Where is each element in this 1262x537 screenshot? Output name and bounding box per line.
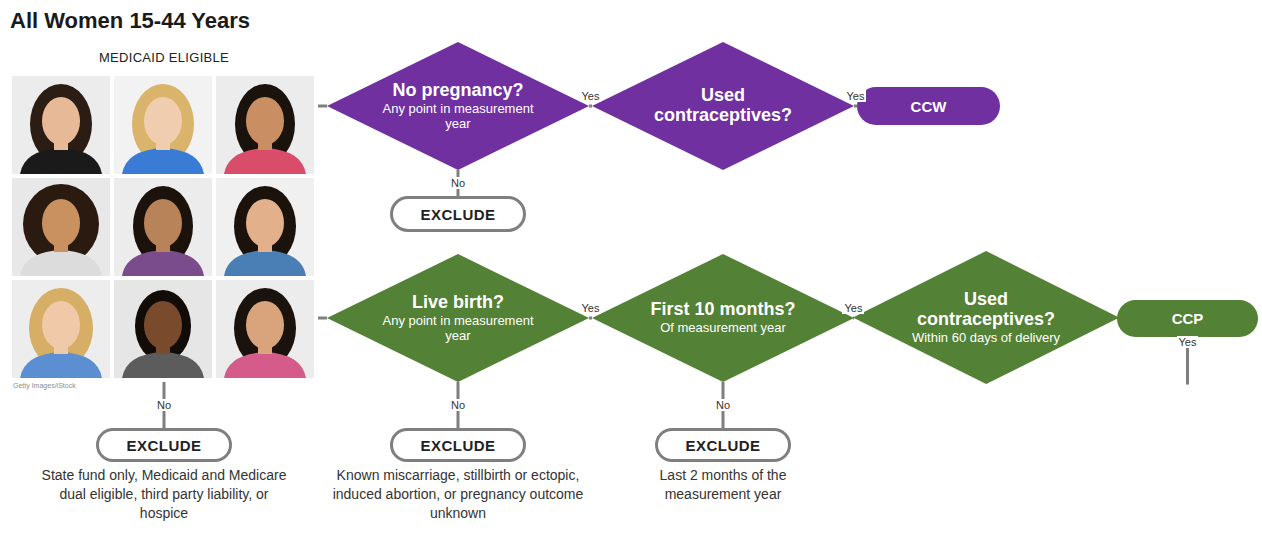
decision-diamond: Used contraceptives?: [592, 42, 854, 170]
exclude-pill: EXCLUDELast 2 months of the measurement …: [655, 428, 791, 462]
result-label: CCP: [1172, 310, 1204, 327]
connector-line: [589, 317, 592, 320]
exclude-note: Known miscarriage, stillbirth or ectopic…: [327, 466, 589, 523]
decision-note: Any point in measurement year: [376, 313, 540, 343]
population-panel: All Women 15-44 YearsMEDICAID ELIGIBLE: [10, 8, 318, 382]
decision-question: Used contraceptives?: [904, 290, 1068, 330]
panel-heading: All Women 15-44 Years: [10, 8, 318, 34]
portrait-photo: [216, 76, 314, 174]
decision-question: First 10 months?: [641, 300, 805, 320]
portrait-photo: [216, 280, 314, 378]
decision-question: Used contraceptives?: [641, 86, 805, 126]
edge-label: Yes: [580, 302, 602, 314]
exclude-pill: EXCLUDE: [390, 196, 526, 232]
edge-label: Yes: [842, 302, 864, 314]
decision-question: Live birth?: [376, 293, 540, 313]
portrait-photo: [12, 178, 110, 276]
decision-diamond: First 10 months?Of measurement year: [592, 254, 854, 382]
edge-label: Yes: [845, 90, 867, 102]
exclude-pill: EXCLUDEState fund only, Medicaid and Med…: [96, 428, 232, 462]
diamond-text-group: No pregnancy?Any point in measurement ye…: [376, 81, 540, 132]
decision-diamond: Used contraceptives?Within 60 days of de…: [853, 251, 1119, 384]
exclude-label: EXCLUDE: [126, 437, 201, 454]
decision-note: Within 60 days of delivery: [904, 331, 1068, 346]
exclude-note: Last 2 months of the measurement year: [643, 466, 803, 504]
edge-label: No: [714, 399, 732, 411]
connector-line: [318, 105, 327, 108]
exclude-label: EXCLUDE: [685, 437, 760, 454]
portrait-photo: [114, 280, 212, 378]
panel-subtitle: MEDICAID ELIGIBLE: [10, 50, 318, 65]
decision-note: Any point in measurement year: [376, 101, 540, 131]
decision-question: No pregnancy?: [376, 81, 540, 101]
result-pill: CCP: [1117, 300, 1258, 337]
diamond-text-group: Used contraceptives?: [641, 86, 805, 126]
exclude-note: State fund only, Medicaid and Medicare d…: [39, 466, 289, 523]
result-label: CCW: [911, 98, 947, 115]
edge-label: No: [155, 399, 173, 411]
portrait-photo: [114, 178, 212, 276]
portrait-grid: [12, 76, 314, 378]
diamond-text-group: Used contraceptives?Within 60 days of de…: [904, 290, 1068, 346]
portrait-photo: [114, 76, 212, 174]
result-pill: CCW: [857, 87, 1000, 125]
portrait-photo: [216, 178, 314, 276]
connector-line: [589, 105, 592, 108]
exclude-label: EXCLUDE: [420, 206, 495, 223]
decision-note: Of measurement year: [641, 321, 805, 336]
connector-line: [318, 317, 327, 320]
exclude-pill: EXCLUDEKnown miscarriage, stillbirth or …: [390, 428, 526, 462]
photo-credit: Getty Images/iStock: [13, 382, 76, 389]
decision-diamond: Live birth?Any point in measurement year: [327, 254, 589, 382]
portrait-photo: [12, 76, 110, 174]
decision-diamond: No pregnancy?Any point in measurement ye…: [327, 42, 589, 170]
edge-label: Yes: [580, 90, 602, 102]
diamond-text-group: Live birth?Any point in measurement year: [376, 293, 540, 344]
edge-label: Yes: [1177, 336, 1199, 348]
edge-label: No: [449, 399, 467, 411]
diamond-text-group: First 10 months?Of measurement year: [641, 300, 805, 336]
exclude-label: EXCLUDE: [420, 437, 495, 454]
portrait-photo: [12, 280, 110, 378]
edge-label: No: [449, 177, 467, 189]
